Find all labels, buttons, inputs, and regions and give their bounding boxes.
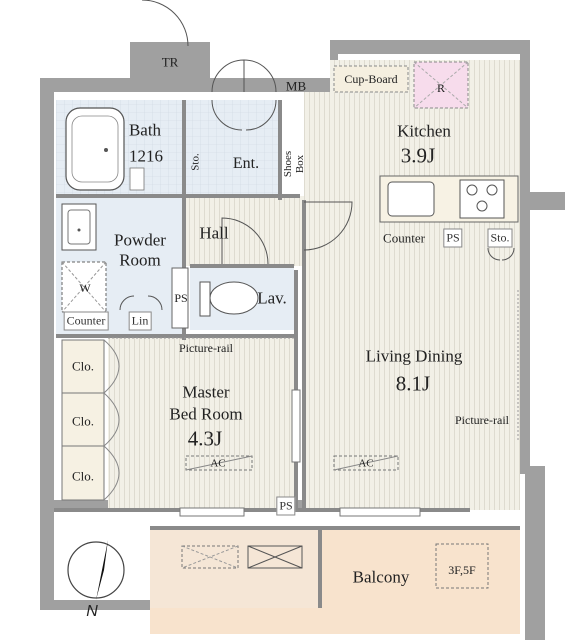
hall-label: Hall	[199, 223, 229, 243]
kitchen-name: Kitchen	[397, 121, 451, 141]
doors	[119, 0, 515, 311]
bathtub	[65, 107, 125, 191]
closet-1-label: Clo.	[71, 358, 95, 374]
sto-kitchen-label: Sto.	[487, 228, 513, 248]
ac-living	[333, 455, 399, 471]
washer-label: W	[79, 281, 91, 295]
ps-bottom-label: PS	[276, 496, 296, 516]
compass	[67, 540, 125, 600]
master-floor	[108, 336, 296, 510]
stove	[459, 179, 505, 219]
master-line1: Master	[182, 382, 230, 402]
kitchen-sink	[387, 181, 435, 217]
ps-lav-label: PS	[174, 291, 188, 305]
powder-room-line2: Room	[119, 250, 161, 270]
bath-name: Bath	[128, 120, 162, 140]
picture-rail-living-label: Picture-rail	[455, 413, 509, 427]
closet-3-label: Clo.	[71, 468, 95, 484]
cupboard-label: Cup-Board	[344, 72, 398, 86]
mb-label: MB	[285, 78, 307, 94]
master-line2: Bed Room	[169, 404, 243, 424]
ac-living-label: AC	[358, 457, 374, 470]
cupboard	[333, 65, 409, 93]
living-name: Living Dining	[365, 346, 463, 366]
lav-label: Lav.	[257, 288, 287, 308]
picture-rail-master-label: Picture-rail	[179, 341, 233, 355]
closet-2-label: Clo.	[71, 413, 95, 429]
refrigerator-label: R	[436, 81, 446, 95]
balcony-label: Balcony	[352, 567, 410, 587]
closets	[61, 339, 120, 501]
walls	[40, 40, 565, 640]
tr-label: TR	[161, 54, 179, 70]
ent-label: Ent.	[232, 155, 260, 172]
counter-kitchen-label: Counter	[383, 230, 425, 246]
bath-size: 1216	[129, 146, 163, 166]
counter-powder-label: Counter	[63, 311, 109, 331]
washbasin	[61, 203, 97, 251]
ac-master	[185, 455, 253, 471]
hall-floor	[186, 196, 304, 266]
living-size: 8.1J	[395, 371, 431, 396]
entrance-floor	[186, 100, 280, 196]
lin-label: Lin	[128, 311, 152, 331]
windows	[179, 389, 421, 517]
shoes-box-line2: Box	[294, 154, 306, 174]
kitchen-size: 3.9J	[400, 143, 436, 168]
powder-room-line1: Powder	[114, 230, 166, 250]
floor-note-label: 3F,5F	[448, 563, 476, 577]
master-size: 4.3J	[187, 426, 223, 451]
toilet	[209, 281, 259, 315]
shoes-box-line1: Shoes	[281, 150, 294, 178]
ac-master-label: AC	[210, 457, 226, 470]
toilet-tank	[199, 281, 211, 317]
sto-ent-label: Sto.	[189, 153, 202, 171]
north-label: N	[86, 603, 98, 620]
ps-kitchen-label: PS	[443, 228, 463, 248]
shoes-box-label: Shoes Box	[282, 151, 306, 177]
